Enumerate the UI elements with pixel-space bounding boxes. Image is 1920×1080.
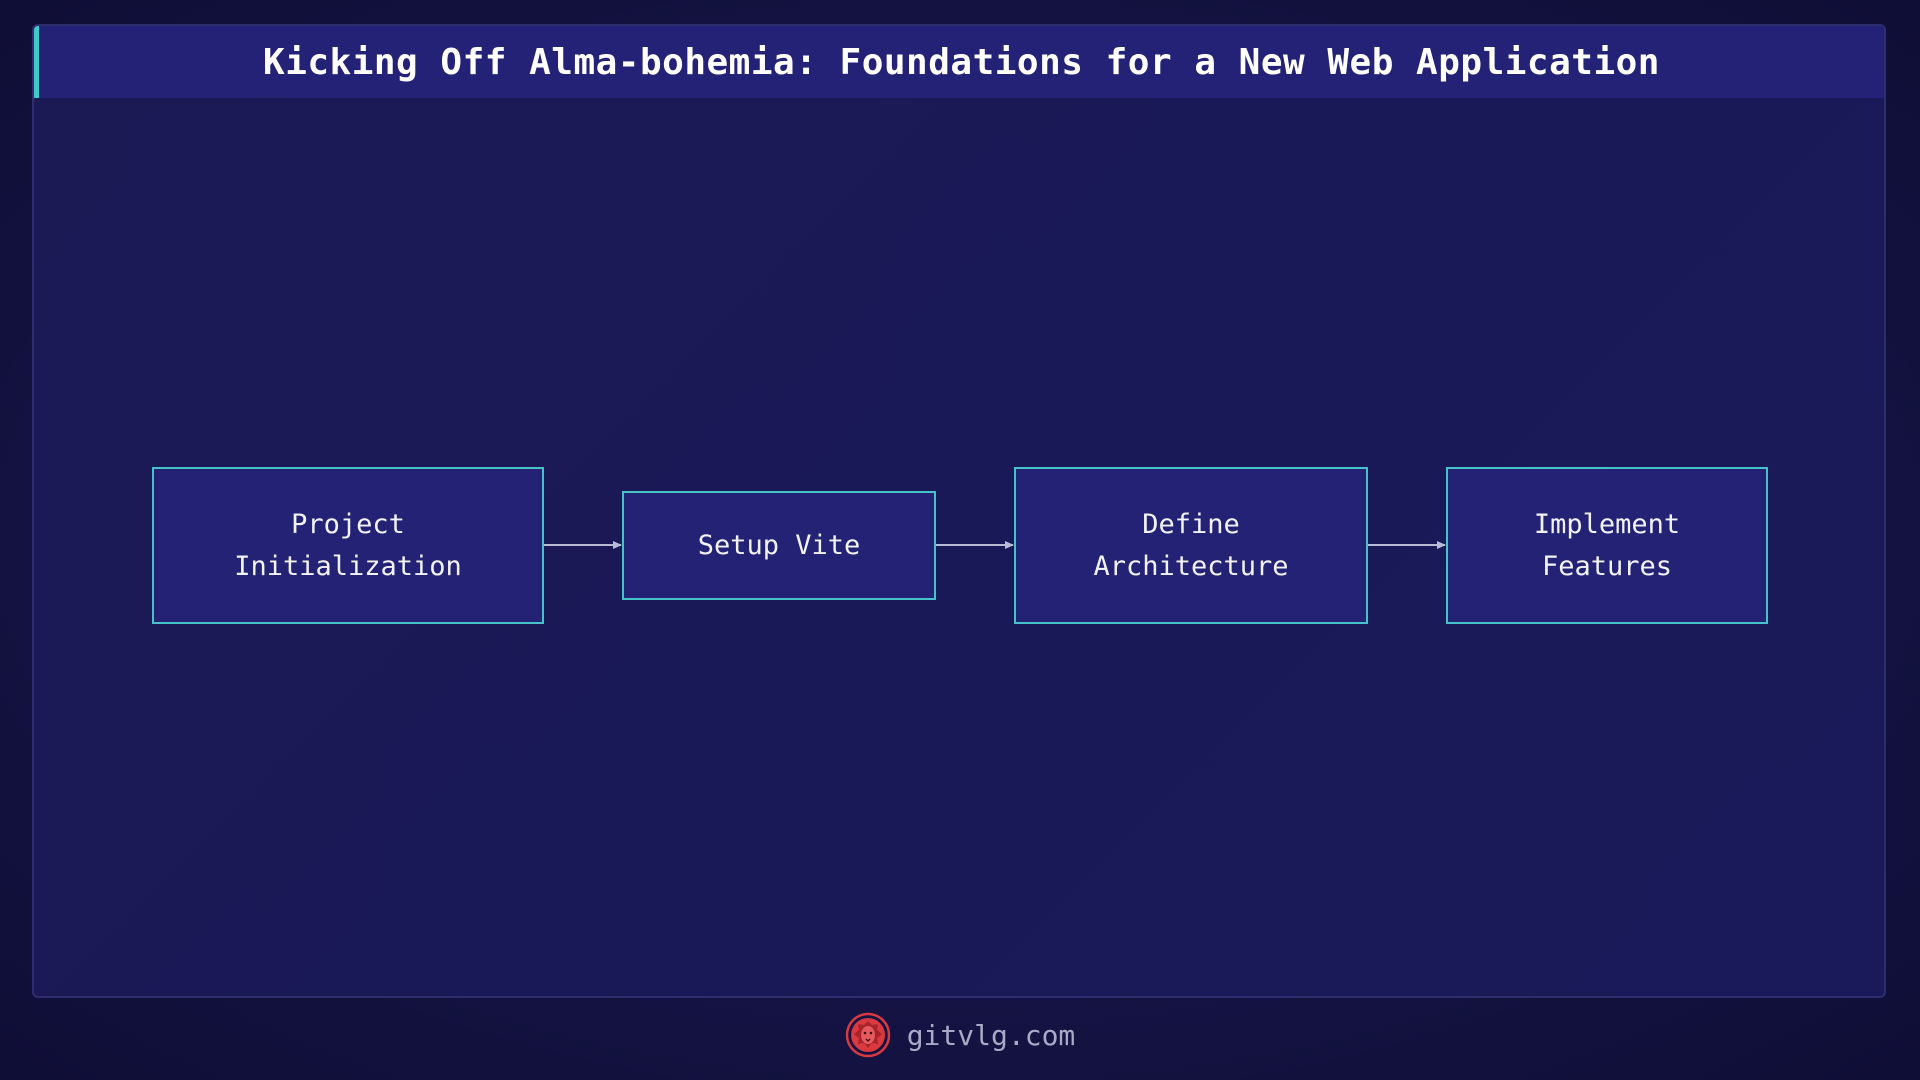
node-implement-features: Implement Features	[1446, 467, 1768, 624]
lion-logo-icon	[845, 1012, 890, 1058]
node-define-architecture: Define Architecture	[1014, 467, 1368, 624]
footer: gitvlg.com	[0, 1010, 1920, 1060]
title-bar: Kicking Off Alma-bohemia: Foundations fo…	[34, 26, 1884, 98]
node-setup-vite: Setup Vite	[622, 491, 936, 600]
page-title: Kicking Off Alma-bohemia: Foundations fo…	[263, 41, 1660, 83]
node-project-initialization: Project Initialization	[152, 467, 544, 624]
footer-site-link[interactable]: gitvlg.com	[906, 1018, 1076, 1052]
